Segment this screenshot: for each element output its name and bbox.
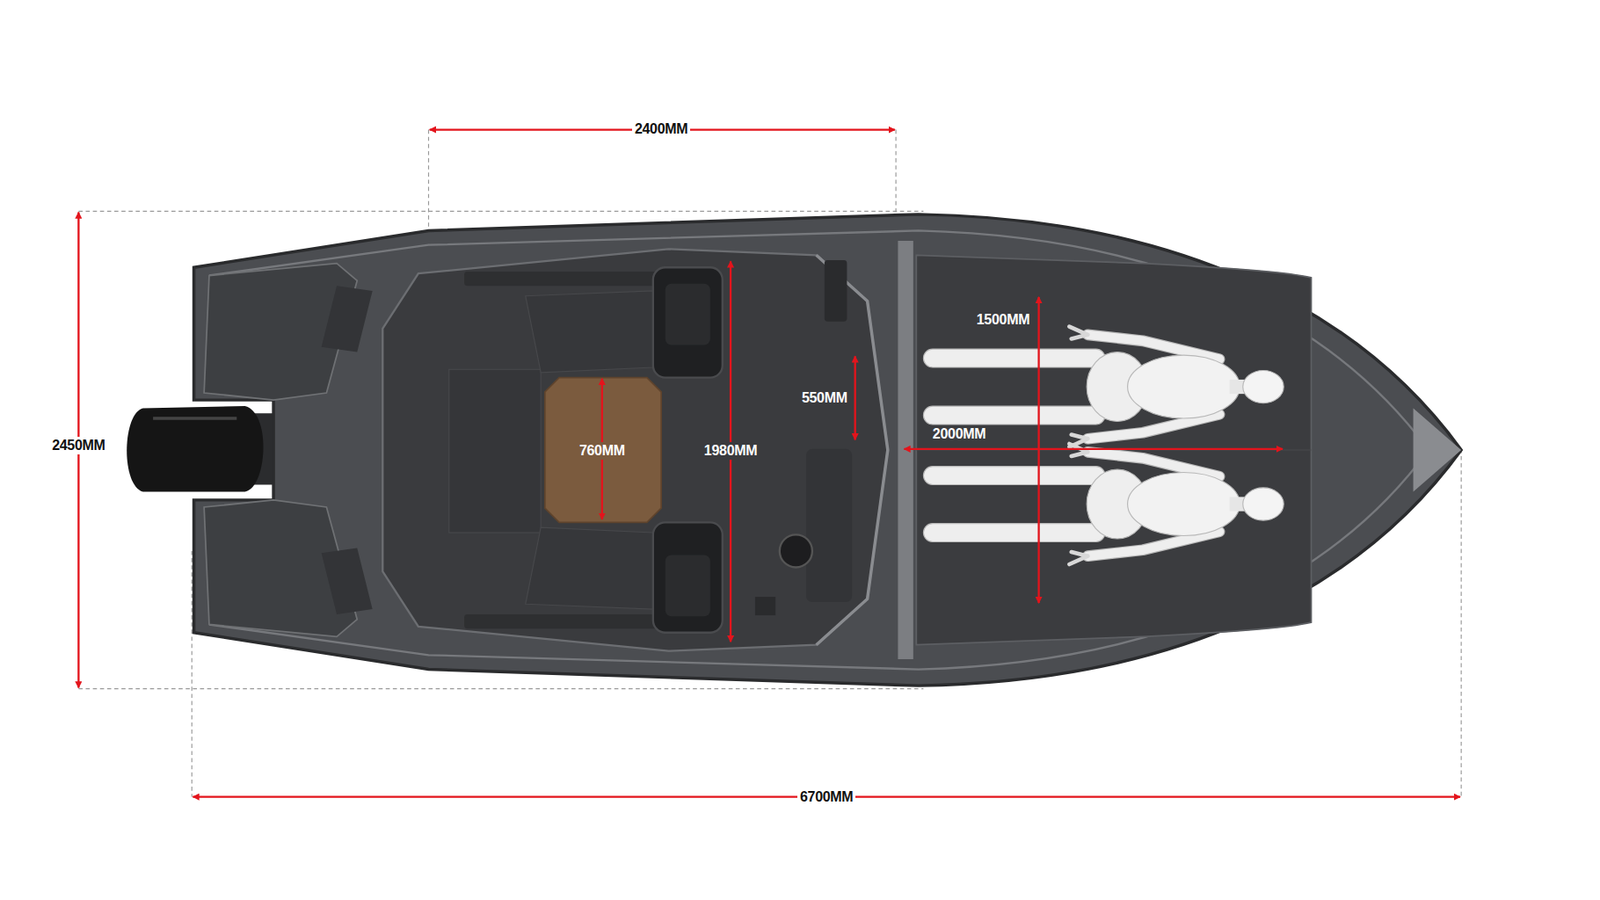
dimension-label: 6700MM [797, 788, 856, 807]
boat-hull [194, 214, 1462, 686]
outboard-engine [126, 406, 286, 493]
dimension-label: 1980MM [701, 442, 760, 460]
dimension-label: 2400MM [632, 120, 691, 139]
dimension-label: 1500MM [974, 311, 1033, 329]
dimension-label: 550MM [799, 389, 851, 408]
extension-lines [78, 130, 1462, 798]
mannequin [923, 443, 1284, 565]
bow-cabin [897, 240, 1311, 660]
dimension-label: 2450MM [49, 436, 108, 455]
dimension-arrows [78, 130, 1461, 798]
stern-pods [203, 263, 373, 638]
mannequin [923, 327, 1284, 448]
dimension-label: 760MM [576, 442, 628, 460]
dimension-label: 2000MM [930, 425, 989, 444]
wood-table [545, 378, 662, 524]
cockpit [382, 248, 888, 651]
